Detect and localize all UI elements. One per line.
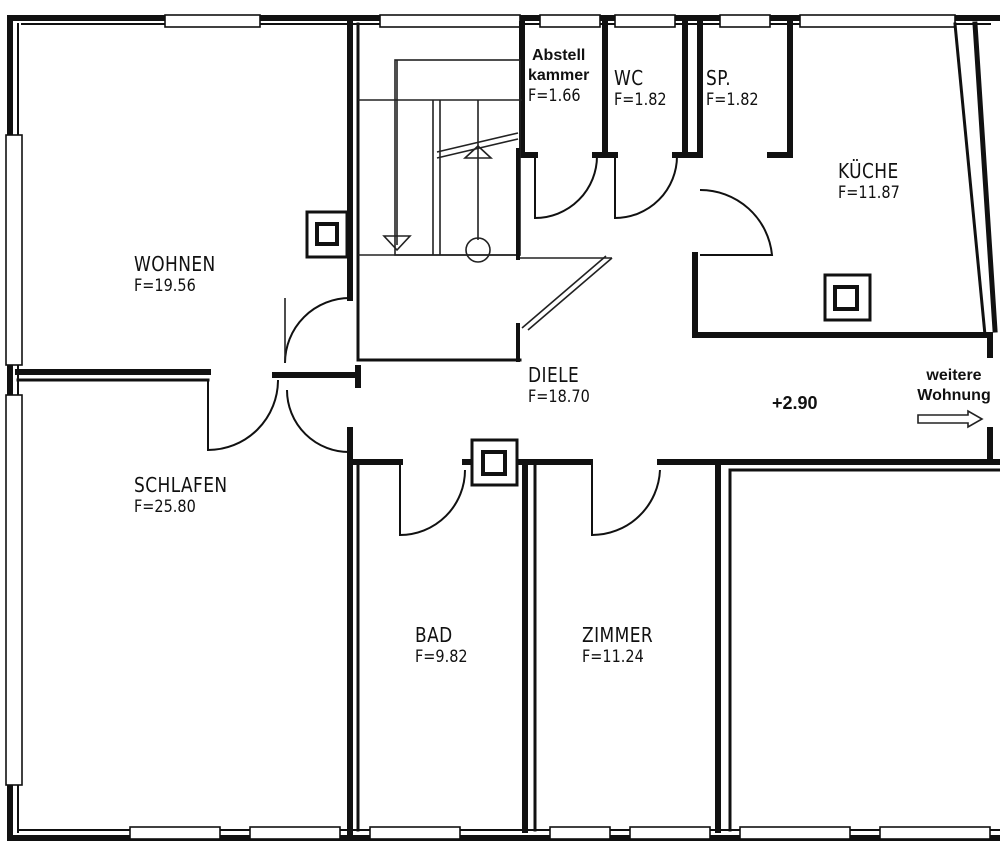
exit-arrow (917, 409, 984, 429)
room-name: DIELE (528, 363, 580, 387)
room-name: SCHLAFEN (134, 473, 228, 497)
room-speisekammer: SP. F=1.82 (706, 66, 768, 110)
room-diele: DIELE F=18.70 (528, 363, 601, 407)
room-name: SP. (706, 66, 732, 90)
room-area: F=1.82 (706, 90, 759, 110)
exit-label-line1: weitere (926, 367, 982, 384)
room-area: F=18.70 (528, 387, 590, 407)
room-wc: WC F=1.82 (614, 66, 676, 110)
room-area: F=11.87 (838, 183, 900, 203)
room-name: ZIMMER (582, 623, 654, 647)
room-area: F=19.56 (134, 276, 196, 296)
room-name: KÜCHE (838, 159, 899, 183)
room-area: F=25.80 (134, 497, 196, 517)
level-marker: +2.90 (772, 393, 818, 413)
room-name: WC (614, 66, 644, 90)
exterior-walls (7, 15, 1000, 841)
windows (5, 14, 991, 840)
room-name: WOHNEN (134, 252, 216, 276)
room-wohnen: WOHNEN F=19.56 (134, 252, 230, 296)
exit-label: weitere Wohnung (910, 366, 998, 406)
room-name-line1: Abstell (532, 47, 586, 64)
room-name: BAD (415, 623, 453, 647)
room-area: F=9.82 (415, 647, 468, 667)
chimneys (305, 210, 872, 487)
interior-walls (15, 21, 1000, 841)
room-bad: BAD F=9.82 (415, 623, 477, 667)
room-name-line2: kammer (528, 67, 590, 84)
room-area: F=1.66 (528, 86, 581, 106)
room-schlafen: SCHLAFEN F=25.80 (134, 473, 244, 517)
room-area: F=1.82 (614, 90, 667, 110)
room-area: F=11.24 (582, 647, 644, 667)
room-zimmer: ZIMMER F=11.24 (582, 623, 666, 667)
staircase (358, 59, 613, 362)
room-abstellkammer: Abstell kammer F=1.66 (528, 46, 590, 106)
room-kueche: KÜCHE F=11.87 (838, 159, 911, 203)
exit-label-line2: Wohnung (917, 387, 991, 404)
door-swings (207, 155, 774, 537)
